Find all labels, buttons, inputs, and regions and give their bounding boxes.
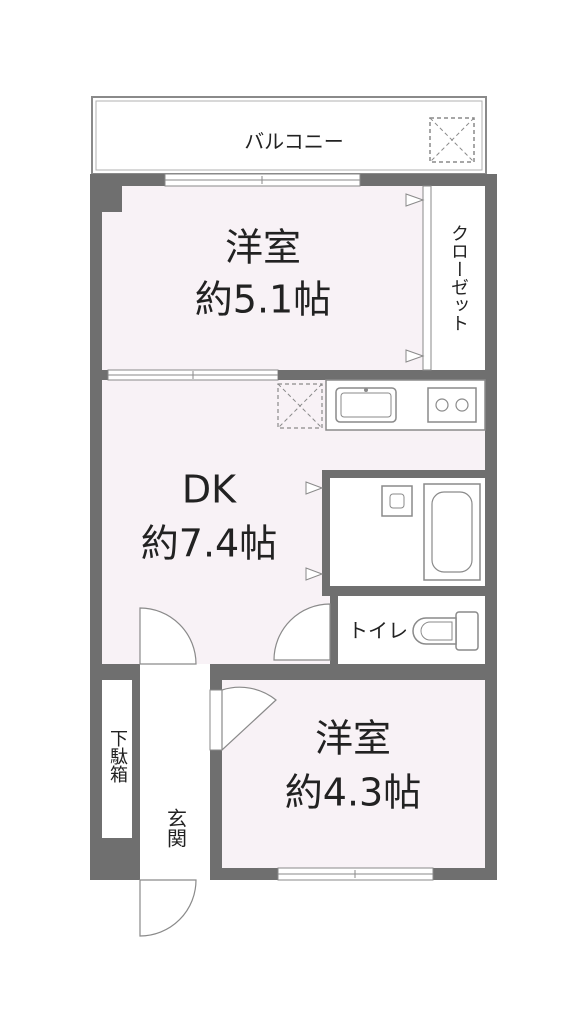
dk-name: DK [182, 468, 237, 512]
closet-doors [405, 185, 432, 371]
wall-shoe-box-bottom [102, 838, 140, 868]
washbasin [381, 485, 413, 517]
balcony-outdoor-unit [429, 117, 475, 163]
western-north-size: 約5.1帖 [195, 278, 331, 322]
western-south-name: 洋室 [315, 717, 391, 761]
bathtub [423, 483, 481, 581]
balcony-inner-line [95, 100, 483, 171]
wall-entrance-west [132, 680, 140, 868]
western-south-size: 約4.3帖 [285, 771, 421, 815]
entrance-label: 玄関 [164, 808, 188, 848]
bath-door [305, 481, 324, 581]
bath-wall [322, 470, 485, 478]
window-south [277, 867, 434, 881]
toilet-door-swing [273, 603, 331, 661]
toilet-wall [322, 586, 485, 596]
gas-stove [427, 387, 477, 423]
shoe-box-label: 下駄箱 [107, 729, 128, 783]
toilet-label: トイレ [348, 619, 408, 643]
room-closet [431, 186, 485, 370]
balcony-label: バルコニー [244, 130, 344, 154]
refrigerator-space [277, 383, 323, 429]
wall-notch [102, 186, 122, 212]
balcony [91, 96, 487, 175]
dk-size: 約7.4帖 [141, 522, 277, 566]
kitchen-counter [277, 379, 486, 431]
western-north-name: 洋室 [225, 226, 301, 270]
room-shoe-box [102, 680, 132, 838]
balcony-outline [91, 96, 487, 175]
kitchen-sink [335, 387, 397, 423]
western-south-door [209, 686, 277, 752]
window-north [164, 173, 361, 187]
front-door [139, 868, 210, 937]
room-western-south [222, 680, 485, 868]
dk-entrance-door [139, 607, 210, 680]
room-western-north [102, 186, 423, 370]
room-entrance [140, 680, 210, 868]
bath-wall-left [322, 470, 330, 594]
wall-gap-kitchen [278, 370, 485, 380]
toilet-fixture [412, 611, 479, 651]
toilet-wall-left [330, 596, 338, 664]
sliding-door-dk-western [107, 369, 279, 381]
closet-label: クローゼット [448, 224, 469, 332]
